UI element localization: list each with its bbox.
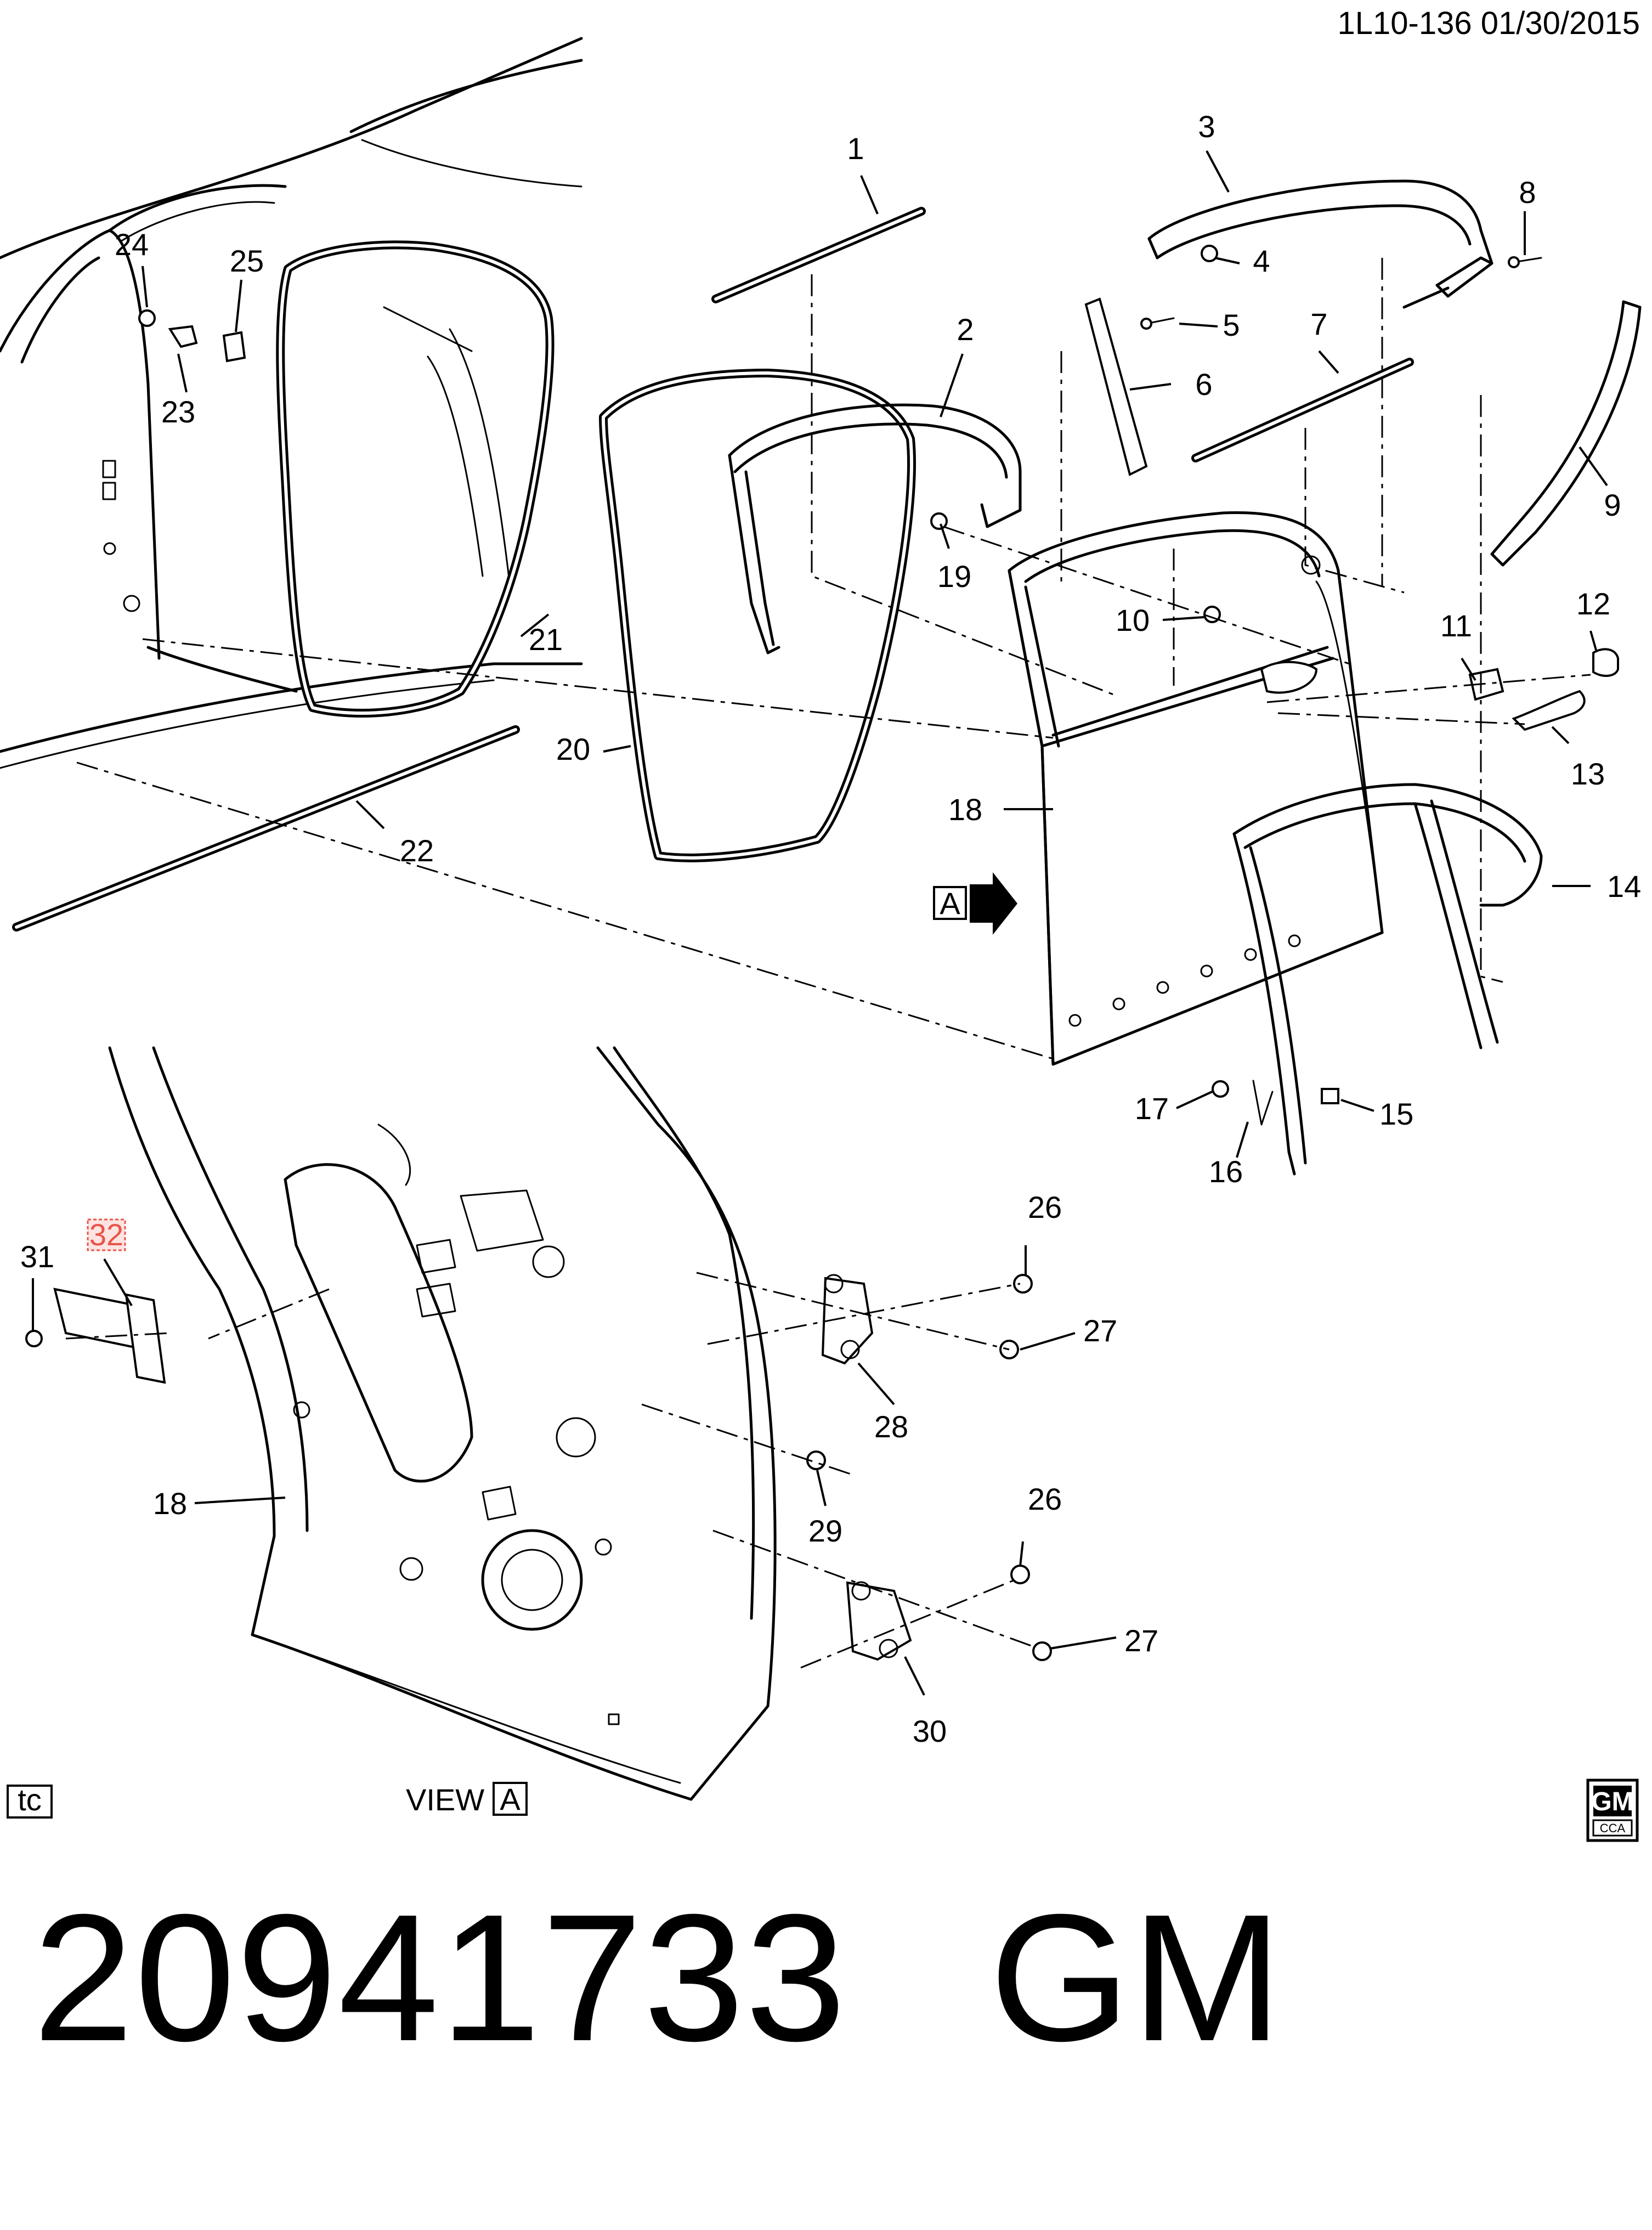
- view-box-label: A: [500, 1782, 521, 1816]
- callout-5: 5: [1223, 308, 1240, 342]
- callout-24: 24: [115, 227, 149, 262]
- arrow-a-label: A: [940, 886, 960, 921]
- view-label: VIEW: [406, 1782, 484, 1817]
- callout-27b: 27: [1124, 1623, 1158, 1658]
- footer-row: tc VIEW A GM CCA: [7, 1779, 1639, 1842]
- callout-32: 32: [89, 1217, 123, 1252]
- small-parts-15-17: [1212, 1080, 1339, 1126]
- hinges-and-bolts: [806, 1274, 1052, 1661]
- callout-16: 16: [1209, 1154, 1243, 1189]
- callout-4: 4: [1253, 244, 1270, 278]
- callout-30: 30: [913, 1714, 947, 1748]
- callout-9: 9: [1604, 488, 1621, 522]
- brand-name: GM: [989, 1876, 1283, 2079]
- svg-text:CCA: CCA: [1600, 1821, 1626, 1835]
- door-inner-view: [108, 1046, 777, 1801]
- callout-1: 1: [847, 131, 864, 166]
- callout-17: 17: [1135, 1091, 1169, 1126]
- door-check-32: [25, 1288, 166, 1384]
- part-number: 20941733: [33, 1876, 847, 2079]
- body-weatherstrip-21: [276, 240, 555, 718]
- door-frame-molding-2: [728, 403, 1022, 654]
- view-arrow-a: A: [933, 872, 1017, 935]
- door-window-14: [1232, 783, 1543, 1176]
- callout-26b: 26: [1028, 1482, 1062, 1516]
- callout-3: 3: [1198, 109, 1215, 144]
- rocker-molding-22: [12, 725, 520, 931]
- clip-5: [1140, 317, 1175, 330]
- callout-27: 27: [1083, 1313, 1117, 1348]
- callout-25: 25: [230, 244, 264, 278]
- callout-6: 6: [1195, 367, 1212, 402]
- callout-31: 31: [20, 1239, 54, 1274]
- callout-10: 10: [1116, 603, 1150, 637]
- callout-14: 14: [1607, 869, 1641, 904]
- callout-18b: 18: [153, 1486, 187, 1521]
- svg-text:GM: GM: [1591, 1787, 1633, 1816]
- callout-20: 20: [556, 732, 590, 766]
- callout-11: 11: [1440, 608, 1472, 643]
- callout-numbers: 1 2 3 4 5 6 7 8 9 10 11 12 13 14 15 16 1…: [20, 109, 1641, 1748]
- callout-32-highlight: [87, 1218, 126, 1251]
- rear-channel-9: [1490, 300, 1642, 567]
- door-shell-18: [1008, 511, 1384, 1066]
- pillar-applique-6: [1084, 297, 1148, 476]
- alignment-lines: [65, 258, 1591, 1669]
- callout-23: 23: [161, 394, 195, 429]
- door-weatherstrip-20: [599, 369, 916, 862]
- callout-19: 19: [937, 559, 971, 594]
- callout-13: 13: [1571, 756, 1605, 791]
- callout-28: 28: [874, 1409, 908, 1444]
- door-handle-11-13: [1260, 648, 1619, 731]
- belt-molding-1: [711, 207, 926, 303]
- callout-15: 15: [1379, 1097, 1413, 1131]
- doc-code: 1L10-136 01/30/2015: [1337, 5, 1640, 41]
- body-side-opening: [0, 37, 583, 769]
- gm-logo: GM CCA: [1586, 1779, 1639, 1842]
- inner-belt-seal-7: [1191, 358, 1414, 462]
- callout-26: 26: [1028, 1190, 1062, 1224]
- tc-tag: tc: [18, 1782, 42, 1817]
- callout-12: 12: [1576, 586, 1610, 621]
- callout-8: 8: [1519, 175, 1536, 210]
- leader-lines: [32, 150, 1608, 1696]
- callout-29: 29: [808, 1514, 842, 1548]
- callout-7: 7: [1310, 307, 1327, 341]
- callout-18: 18: [948, 792, 982, 827]
- small-fasteners-23-25: [138, 309, 246, 363]
- callout-21: 21: [529, 622, 563, 657]
- callout-2: 2: [957, 312, 974, 347]
- upper-frame-molding-3: [1147, 179, 1542, 309]
- callout-22: 22: [400, 833, 434, 868]
